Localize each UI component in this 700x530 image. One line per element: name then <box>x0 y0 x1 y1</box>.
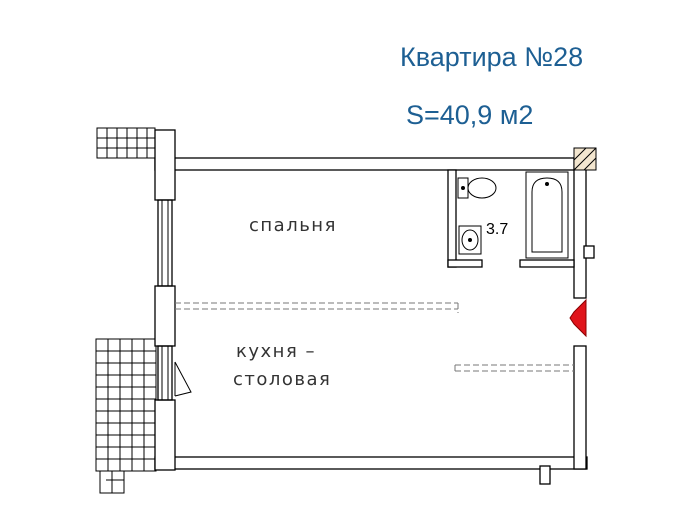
bathroom-walls <box>447 169 595 268</box>
bathtub-icon <box>525 171 569 259</box>
toilet-icon <box>457 177 497 199</box>
exterior-walls <box>154 129 588 485</box>
left-windows <box>157 199 175 400</box>
entrance-arrow-icon <box>569 298 587 338</box>
bottom-balcony-grid <box>95 338 157 494</box>
room-label-kitchen-line2: столовая <box>233 369 331 390</box>
dashed-partitions <box>175 302 574 372</box>
apartment-area: S=40,9 м2 <box>406 100 534 130</box>
bathroom-area-label: 3.7 <box>486 221 508 238</box>
room-label-bedroom: спальня <box>249 215 337 236</box>
apartment-title: Квартира №28 <box>400 42 584 72</box>
room-label-kitchen-line1: кухня – <box>236 341 316 362</box>
sink-icon <box>458 225 482 255</box>
balcony-door <box>174 361 192 397</box>
vent-shaft <box>573 147 597 171</box>
top-balcony-grid <box>96 127 156 159</box>
